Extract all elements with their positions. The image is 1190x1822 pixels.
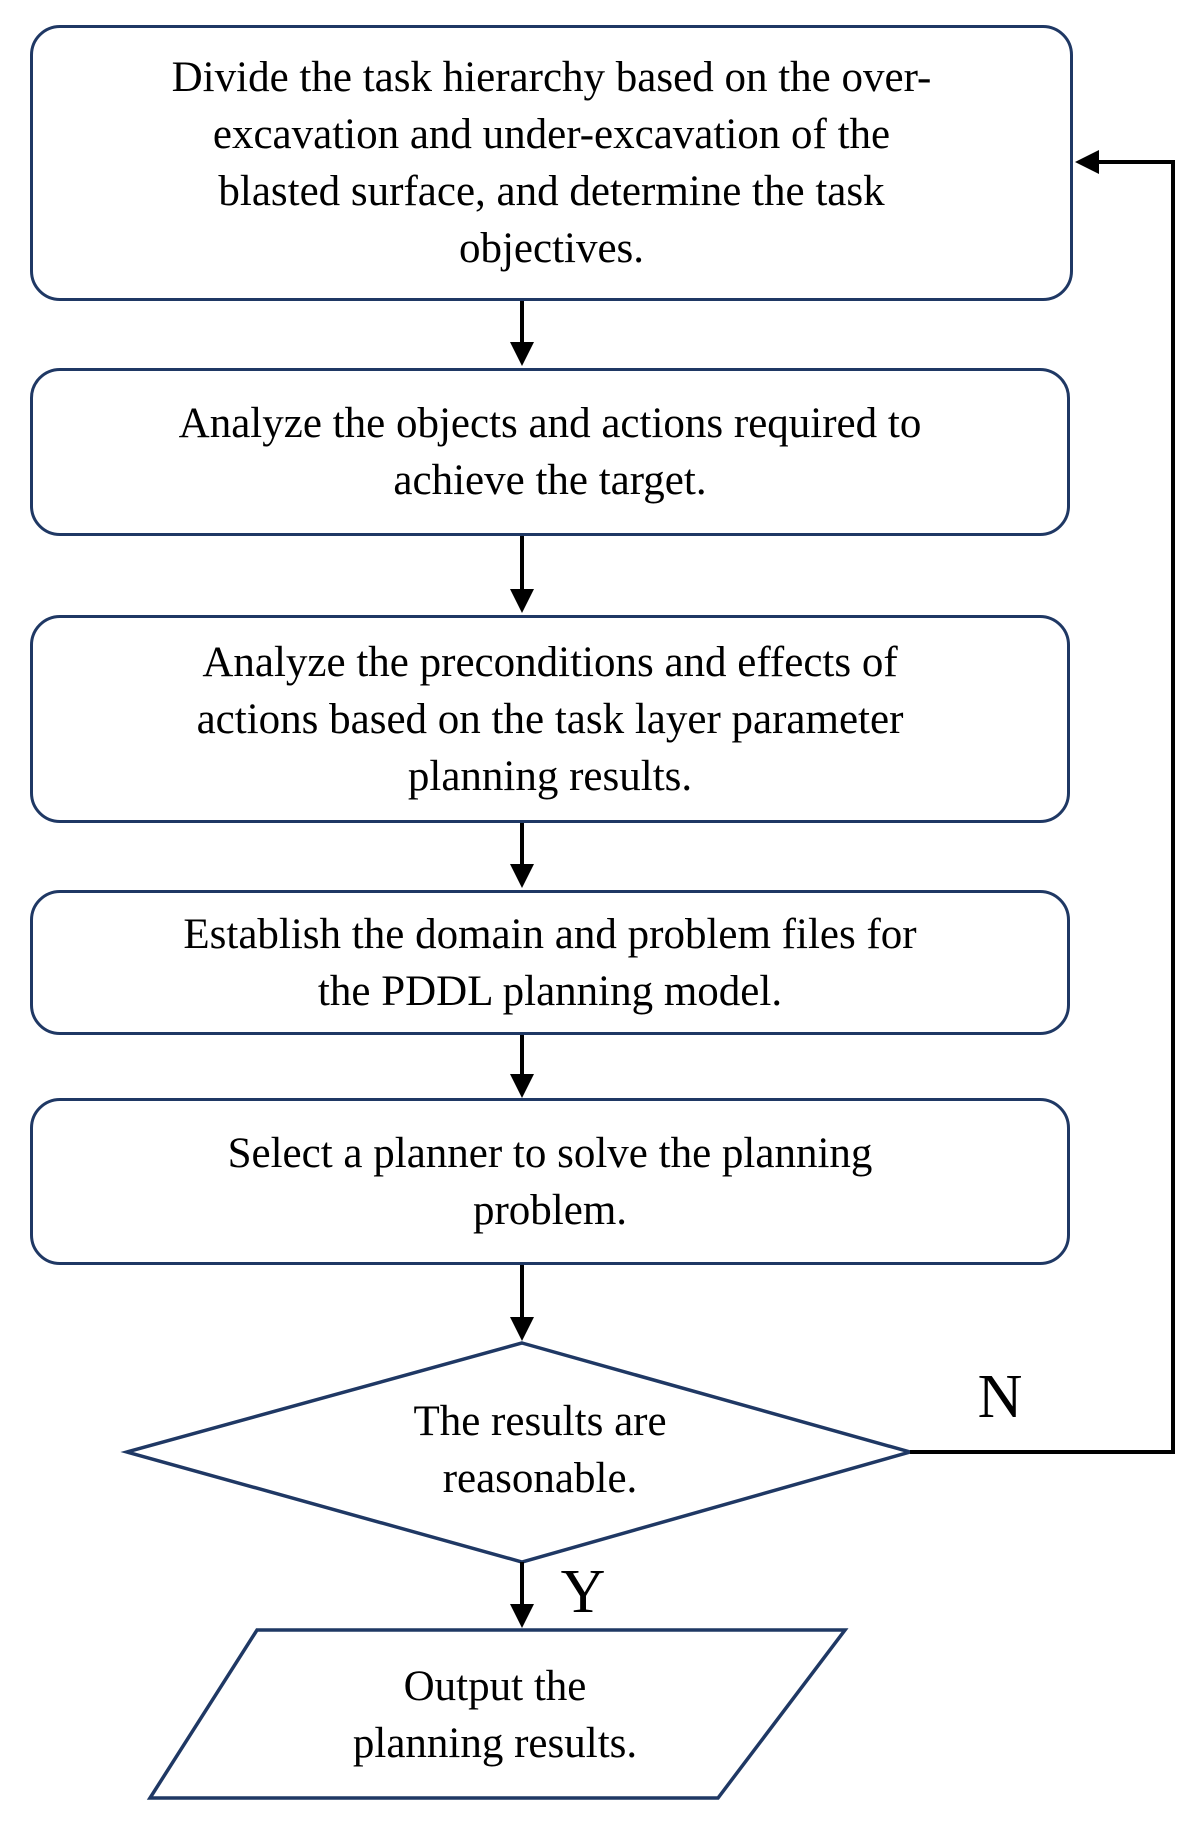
no-branch-label: N [977, 1363, 1023, 1431]
step-text-line: Establish the domain and problem files f… [183, 910, 917, 958]
feedback-arrow-no-branch [910, 150, 1175, 1454]
arrow-down-icon [510, 864, 534, 888]
arrow-step1-to-step2 [510, 301, 534, 366]
arrow-step2-to-step3 [510, 536, 534, 613]
step-text-line: Analyze the preconditions and effects of [202, 638, 898, 686]
arrow-step3-to-step4 [510, 823, 534, 888]
step-text-line: planning results. [407, 752, 693, 800]
output-parallelogram-shape [146, 1628, 849, 1800]
step-box-analyze-objects-actions: Analyze the objects and actions required… [30, 368, 1070, 536]
arrow-left-icon [1075, 150, 1099, 174]
decision-label: The results are reasonable. [413, 1393, 666, 1507]
step-text-line: Select a planner to solve the planning [227, 1129, 873, 1177]
step-text-line: actions based on the task layer paramete… [196, 695, 904, 743]
arrow-down-icon [510, 589, 534, 613]
output-label: Output the planning results. [353, 1658, 637, 1772]
step-text-line: Divide the task hierarchy based on the o… [171, 54, 932, 101]
step-text-line: objectives. [458, 225, 645, 272]
arrow-step5-to-decision [510, 1265, 534, 1341]
arrow-down-icon [510, 342, 534, 366]
arrow-decision-yes-to-output [510, 1562, 534, 1628]
step-text-line: problem. [472, 1186, 628, 1234]
step-text-line: Analyze the objects and actions required… [178, 400, 922, 447]
step-text-line: achieve the target. [393, 457, 707, 504]
step-box-establish-pddl-files: Establish the domain and problem files f… [30, 890, 1070, 1035]
arrow-step4-to-step5 [510, 1035, 534, 1098]
decision-text-line: reasonable. [442, 1455, 638, 1502]
step-box-analyze-preconditions-effects: Analyze the preconditions and effects of… [30, 615, 1070, 823]
output-text-line: Output the [403, 1663, 587, 1710]
step-text-line: blasted surface, and determine the task [218, 168, 885, 215]
arrow-down-icon [510, 1074, 534, 1098]
step-text-line: the PDDL planning model. [317, 967, 783, 1015]
step-text-line: excavation and under-excavation of the [212, 111, 891, 158]
step-box-select-planner: Select a planner to solve the planning p… [30, 1098, 1070, 1265]
arrow-down-icon [510, 1317, 534, 1341]
yes-branch-label: Y [560, 1558, 606, 1626]
decision-text-line: The results are [413, 1398, 667, 1445]
feedback-line [910, 160, 1175, 1454]
step-box-divide-task-hierarchy: Divide the task hierarchy based on the o… [30, 25, 1073, 301]
arrow-down-icon [510, 1604, 534, 1628]
output-text-line: planning results. [352, 1720, 638, 1767]
